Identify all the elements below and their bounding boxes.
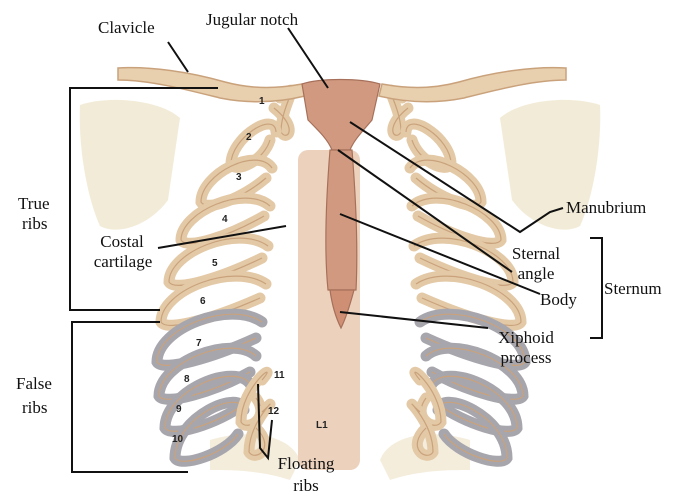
label-xiphoid-line2: process (486, 348, 566, 367)
rib-number-12: 12 (268, 406, 279, 417)
rib-number-1: 1 (259, 96, 265, 107)
label-costal-cartilage-line1: Costal (88, 232, 156, 251)
clavicle-leader (168, 42, 188, 72)
rib-number-5: 5 (212, 258, 218, 269)
rib-number-3: 3 (236, 172, 242, 183)
jugular-notch-leader (288, 28, 328, 88)
label-false-ribs-line1: False (16, 374, 52, 393)
label-floating-ribs-line2: ribs (256, 476, 356, 495)
right-clavicle (379, 68, 566, 102)
vertebra-label-l1: L1 (316, 420, 328, 431)
rib-number-6: 6 (200, 296, 206, 307)
label-manubrium: Manubrium (566, 198, 646, 217)
label-jugular-notch: Jugular notch (206, 10, 298, 29)
label-sternal-angle-line2: angle (500, 264, 572, 283)
label-sternal-angle-line1: Sternal (500, 244, 572, 263)
label-costal-cartilage-line2: cartilage (80, 252, 166, 271)
label-true-ribs-line1: True (18, 194, 50, 213)
rib-number-4: 4 (222, 214, 228, 225)
label-xiphoid-line1: Xiphoid (486, 328, 566, 347)
rib-number-2: 2 (246, 132, 252, 143)
rib-number-7: 7 (196, 338, 202, 349)
sternal-body (326, 150, 357, 290)
label-clavicle: Clavicle (98, 18, 155, 37)
rib-12-right (412, 404, 433, 455)
label-true-ribs-line2: ribs (22, 214, 48, 233)
rib-number-11: 11 (274, 370, 285, 381)
manubrium (302, 80, 380, 151)
left-scapula (80, 100, 180, 230)
label-body: Body (540, 290, 577, 309)
label-sternum: Sternum (604, 279, 662, 298)
rib-number-10: 10 (172, 434, 183, 445)
label-false-ribs-line2: ribs (22, 398, 48, 417)
label-floating-ribs-line1: Floating (256, 454, 356, 473)
left-clavicle (118, 68, 305, 102)
rib-number-8: 8 (184, 374, 190, 385)
rib-number-9: 9 (176, 404, 182, 415)
sternum-bracket (590, 238, 602, 338)
